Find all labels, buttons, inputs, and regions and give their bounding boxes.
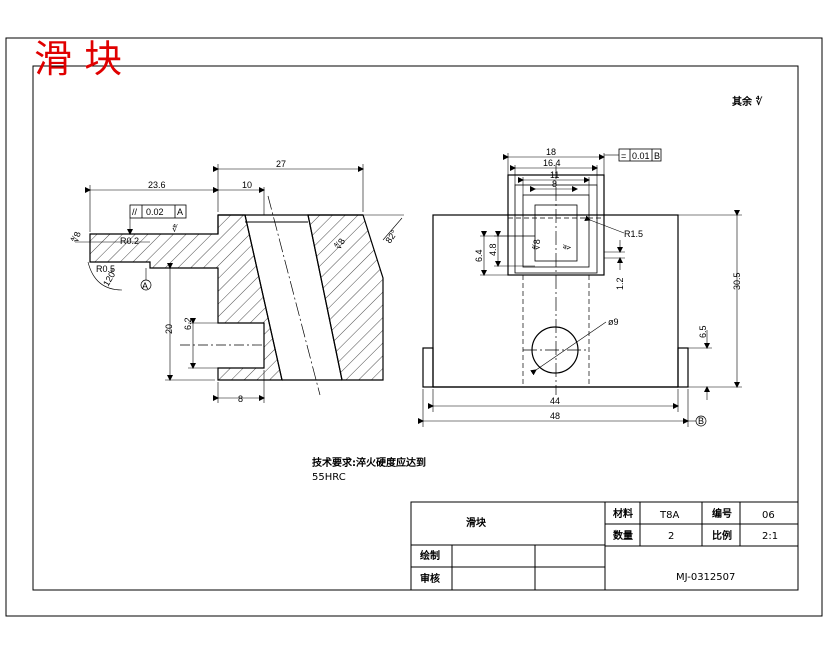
dim-27: 27: [276, 159, 286, 169]
dim-6-2: 6.2: [183, 317, 193, 330]
sym-datum: B: [654, 151, 660, 161]
tech-req-line1: 技术要求:淬火硬度应达到: [312, 456, 426, 469]
dim-4-8: 4.8: [488, 243, 498, 256]
parallel-value: 0.02: [146, 207, 164, 217]
front-view: ø9 18 16.4 11 8 = 0.01 B R1.5 6.4: [418, 147, 742, 427]
dim-8-bottom: 8: [238, 394, 243, 404]
roughness-left: ∜8: [69, 230, 82, 243]
number-label: 编号: [712, 507, 732, 520]
dim-6-4: 6.4: [474, 249, 484, 262]
title-stamp: 滑 块: [34, 37, 122, 81]
qty-label: 数量: [613, 529, 633, 542]
dim-11: 11: [550, 170, 559, 180]
scale-value: 2:1: [762, 531, 778, 542]
dim-10: 10: [242, 180, 252, 190]
dim-8-top: 8: [552, 179, 557, 189]
radius-0-5: R0.5: [96, 264, 115, 274]
tech-req-line2: 55HRC: [312, 472, 346, 483]
roughness-slot-left: ∜8: [531, 239, 542, 250]
sym-symbol: =: [621, 151, 626, 161]
dim-48: 48: [550, 411, 560, 421]
datum-b: B: [698, 416, 704, 426]
dim-hole: ø9: [608, 317, 619, 327]
checked-label: 审核: [420, 572, 440, 585]
sym-value: 0.01: [632, 151, 650, 161]
dim-16-4: 16.4: [543, 158, 561, 168]
qty-value: 2: [668, 531, 674, 542]
surface-note: 其余 ∜: [732, 95, 762, 108]
radius-1-5: R1.5: [624, 229, 643, 239]
title-block: 滑块 材料 T8A 编号 06 数量 2 比例 2:1 绘制 审核 MJ-031…: [410, 501, 799, 591]
dim-1-2: 1.2: [615, 277, 625, 290]
radius-0-2: R0.2: [120, 236, 139, 246]
dim-20: 20: [164, 324, 174, 334]
material-value: T8A: [659, 510, 679, 521]
scale-label: 比例: [712, 529, 732, 542]
part-name: 滑块: [466, 516, 487, 529]
dim-30-5: 30.5: [732, 272, 742, 290]
material-label: 材料: [613, 507, 633, 520]
roughness-slant: ∜8: [332, 236, 347, 251]
roughness-slot-right: ∜: [562, 244, 573, 250]
dim-6-5: 6.5: [698, 325, 708, 338]
roughness-top: ∜: [172, 223, 178, 234]
drawing-number: MJ-0312507: [676, 572, 735, 583]
number-value: 06: [762, 510, 775, 521]
dim-44: 44: [550, 396, 560, 406]
drawn-label: 绘制: [420, 549, 440, 562]
dim-23-6: 23.6: [148, 180, 166, 190]
parallel-datum: A: [177, 207, 183, 217]
parallel-symbol: //: [132, 207, 138, 217]
datum-a: A: [142, 281, 148, 291]
inner-frame: [32, 65, 799, 591]
outer-frame: [5, 37, 823, 617]
section-view: 27 23.6 10 20 6.2 8 R0.2 R0.5 120° ∜8: [69, 159, 404, 404]
angle-82: 82°: [383, 228, 399, 245]
dim-18: 18: [546, 147, 556, 157]
